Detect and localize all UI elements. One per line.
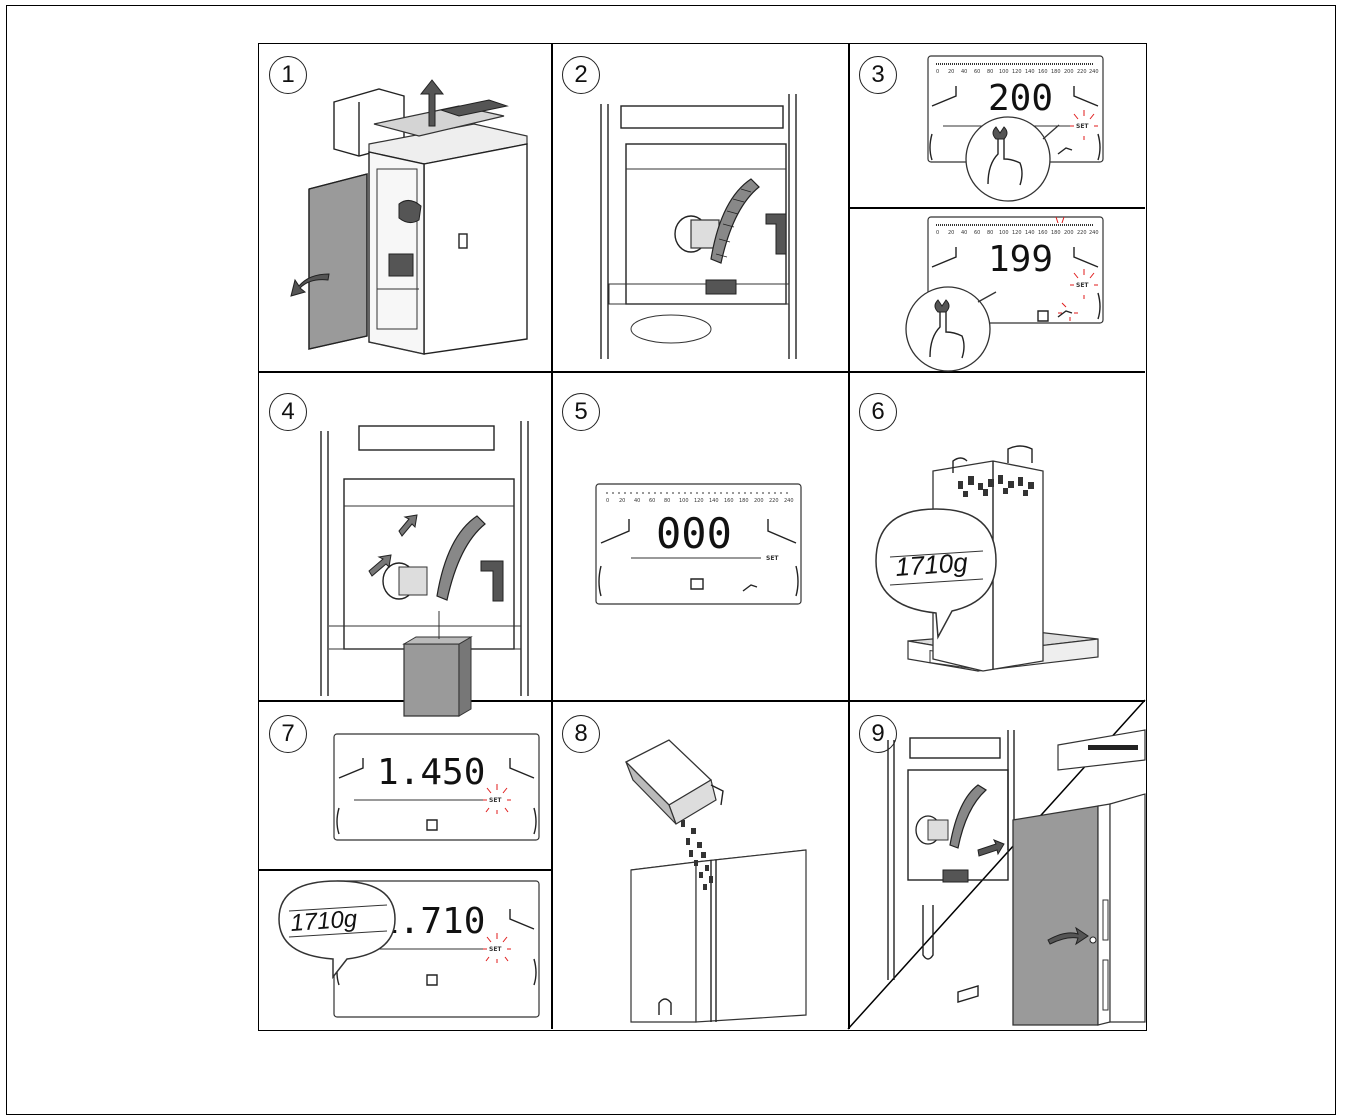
svg-text:200: 200 xyxy=(1064,230,1074,236)
set-label: SET xyxy=(766,555,779,562)
svg-text:180: 180 xyxy=(739,498,749,504)
svg-text:80: 80 xyxy=(987,230,993,236)
svg-text:120: 120 xyxy=(694,498,704,504)
svg-text:100: 100 xyxy=(679,498,689,504)
svg-text:80: 80 xyxy=(664,498,670,504)
svg-text:200: 200 xyxy=(754,498,764,504)
svg-text:60: 60 xyxy=(974,69,980,75)
step-9-panel: 9 xyxy=(848,700,1145,1029)
svg-text:60: 60 xyxy=(974,230,980,236)
boiler-open-door-illustration xyxy=(259,44,551,371)
svg-text:100: 100 xyxy=(999,230,1009,236)
step-7-display-top: 1.450 SET xyxy=(259,700,551,869)
svg-text:240: 240 xyxy=(1089,69,1099,75)
close-door-illustration xyxy=(848,700,1145,1029)
svg-text:160: 160 xyxy=(724,498,734,504)
svg-text:180: 180 xyxy=(1051,69,1061,75)
svg-text:240: 240 xyxy=(784,498,794,504)
set-label: SET xyxy=(489,797,502,804)
display-value: 200 xyxy=(988,78,1053,119)
step-7-display-bottom: 1.710 SET 1710g xyxy=(259,869,551,1029)
svg-text:100: 100 xyxy=(999,69,1009,75)
svg-text:0: 0 xyxy=(606,498,609,504)
svg-text:80: 80 xyxy=(987,69,993,75)
step-6-panel: 6 1710g 1710g xyxy=(848,371,1145,700)
svg-text:160: 160 xyxy=(1038,230,1048,236)
step-7-panel: 7 1.450 SET 1.710 SET xyxy=(259,700,551,1029)
pouring-pellets-illustration xyxy=(551,700,848,1029)
weighing-scale-illustration: 1710g 1710g xyxy=(848,371,1145,700)
display-value: 000 xyxy=(656,509,732,558)
set-label: SET xyxy=(1076,123,1089,130)
svg-text:140: 140 xyxy=(1025,69,1035,75)
svg-text:20: 20 xyxy=(948,69,954,75)
svg-text:220: 220 xyxy=(1077,230,1087,236)
svg-text:20: 20 xyxy=(619,498,625,504)
svg-text:200: 200 xyxy=(1064,69,1074,75)
hopper-with-container-illustration xyxy=(259,371,551,700)
svg-text:40: 40 xyxy=(634,498,640,504)
svg-text:60: 60 xyxy=(649,498,655,504)
step-8-panel: 8 xyxy=(551,700,848,1029)
step-1-panel: 1 xyxy=(259,44,551,371)
set-label: SET xyxy=(1076,282,1089,289)
svg-text:40: 40 xyxy=(961,230,967,236)
step-4-panel: 4 xyxy=(259,371,551,700)
svg-text:180: 180 xyxy=(1051,230,1061,236)
svg-text:0: 0 xyxy=(936,69,939,75)
step-2-panel: 2 xyxy=(551,44,848,371)
svg-text:0: 0 xyxy=(936,230,939,236)
svg-text:140: 140 xyxy=(709,498,719,504)
svg-text:120: 120 xyxy=(1012,69,1022,75)
display-value: 199 xyxy=(988,239,1053,280)
svg-text:120: 120 xyxy=(1012,230,1022,236)
display-value: 1.450 xyxy=(377,752,485,793)
svg-text:220: 220 xyxy=(769,498,779,504)
svg-text:40: 40 xyxy=(961,69,967,75)
svg-text:240: 240 xyxy=(1089,230,1099,236)
svg-text:20: 20 xyxy=(948,230,954,236)
instruction-grid: 1 2 xyxy=(258,43,1147,1031)
hopper-feeder-illustration xyxy=(551,44,848,371)
svg-text:140: 140 xyxy=(1025,230,1035,236)
svg-text:220: 220 xyxy=(1077,69,1087,75)
svg-text:160: 160 xyxy=(1038,69,1048,75)
set-label: SET xyxy=(489,946,502,953)
